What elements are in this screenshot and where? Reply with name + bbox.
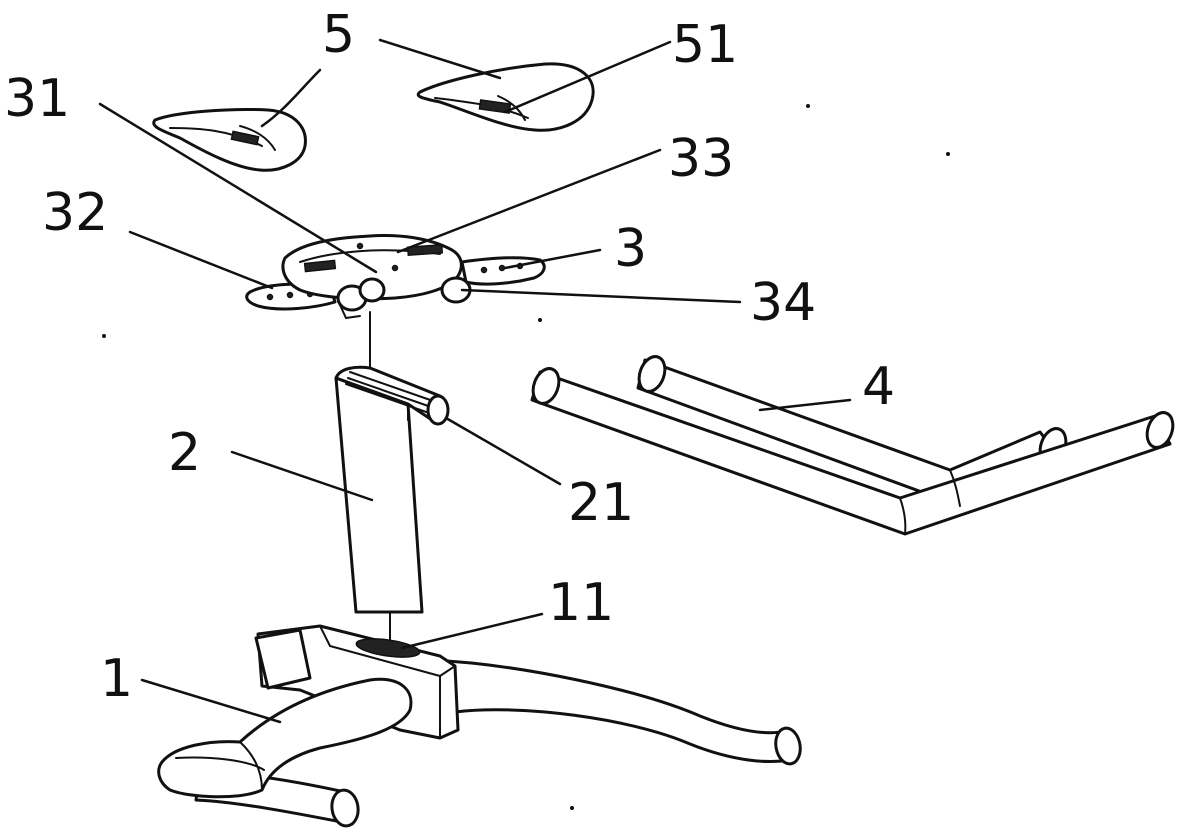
label-2: 2	[168, 423, 201, 483]
base-bar	[157, 624, 802, 828]
armrest-bracket	[245, 234, 546, 320]
label-4: 4	[862, 357, 895, 417]
right-arm-pad	[416, 62, 595, 132]
label-3: 3	[614, 219, 647, 279]
label-34: 34	[750, 273, 816, 333]
left-arm-pad	[152, 107, 307, 172]
riser-post	[334, 365, 450, 614]
leader-33	[396, 148, 662, 254]
leader-11	[400, 612, 544, 650]
reference-numerals: 5 51 31 33 32 3 34 4 2 21 11 1	[4, 5, 895, 709]
label-51: 51	[672, 15, 738, 75]
leader-5	[260, 68, 322, 128]
leader-32	[128, 230, 274, 290]
label-11: 11	[548, 573, 614, 633]
label-1: 1	[100, 649, 133, 709]
leader-5b	[378, 38, 502, 80]
leader-21	[444, 416, 562, 486]
label-31: 31	[4, 69, 70, 129]
leader-4	[758, 398, 852, 412]
label-33: 33	[668, 129, 734, 189]
label-21: 21	[568, 473, 634, 533]
leader-51	[503, 40, 672, 114]
leader-31	[98, 102, 378, 274]
leader-2	[230, 450, 374, 502]
label-32: 32	[42, 183, 108, 243]
leader-3	[503, 248, 602, 270]
leader-34	[460, 288, 742, 304]
extension-bars	[530, 355, 1175, 536]
leader-lines	[98, 38, 852, 724]
scan-specks	[102, 104, 950, 810]
label-5: 5	[322, 5, 355, 65]
leader-1	[140, 678, 282, 724]
